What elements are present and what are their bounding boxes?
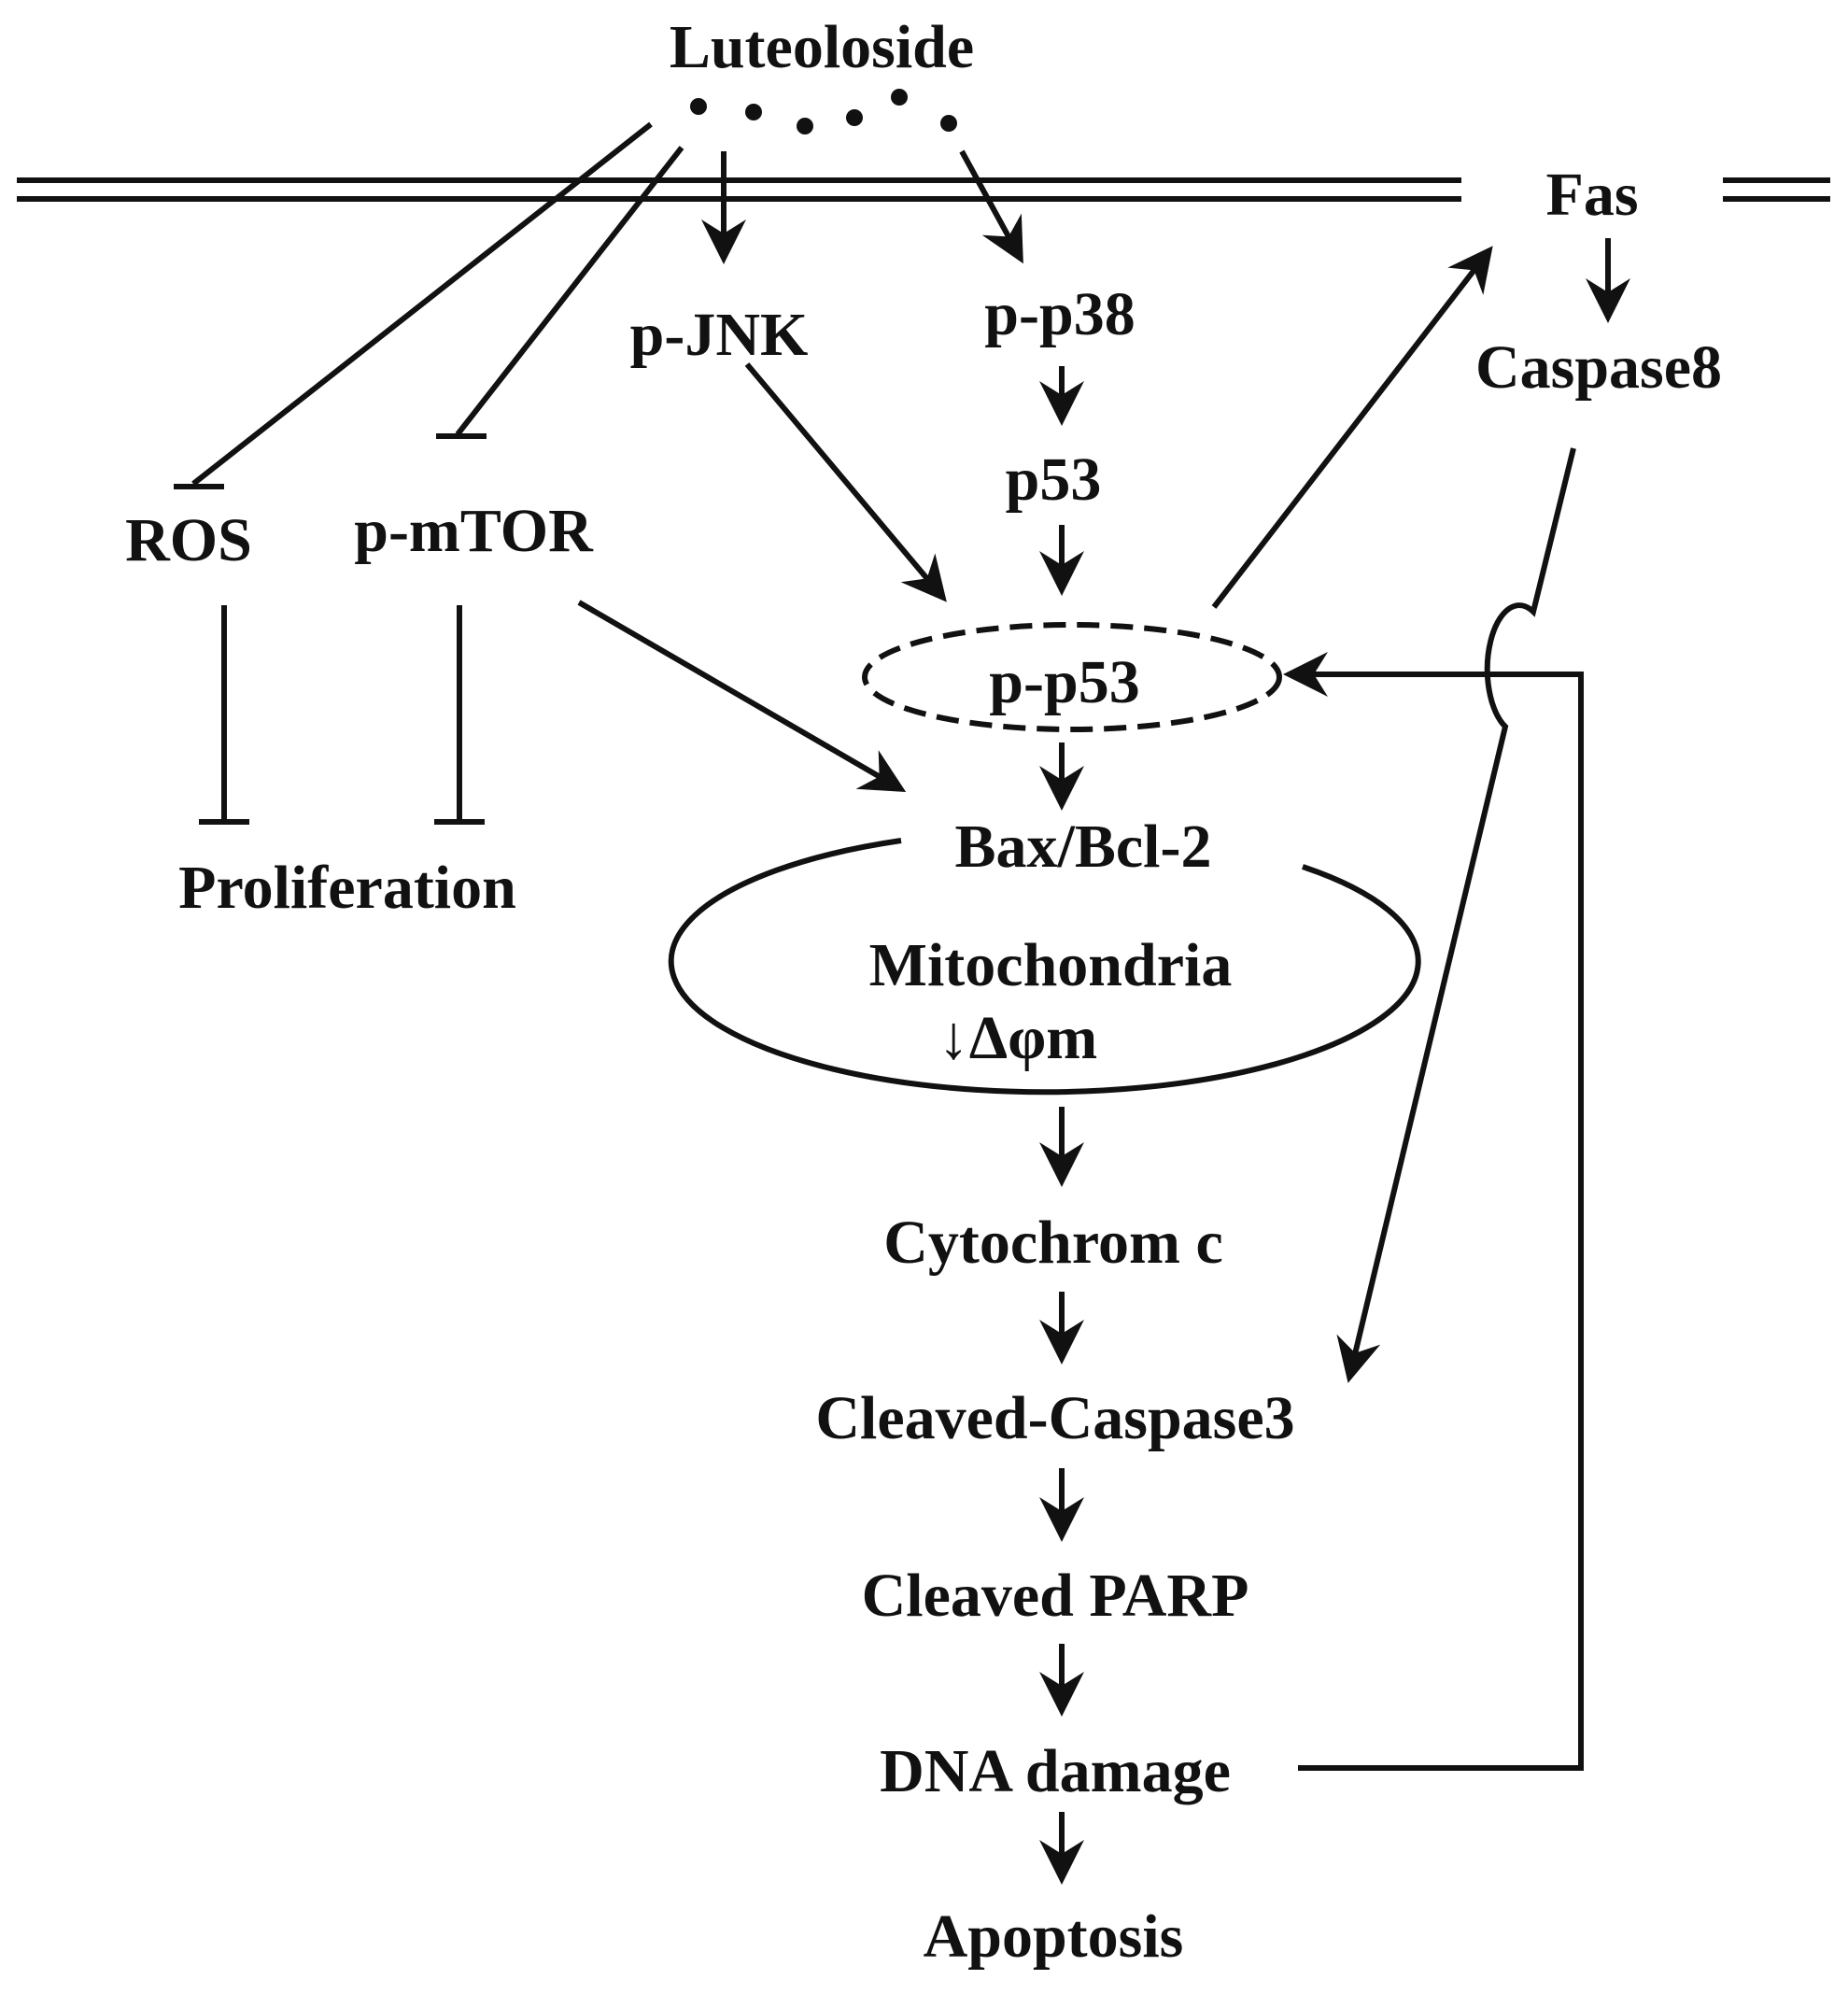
p-jnk-label: p-JNK — [630, 301, 809, 369]
cytochrom-c-label: Cytochrom c — [883, 1209, 1223, 1277]
arrow-luteoloside-p-p38 — [959, 149, 1023, 264]
arrow-caspase8-cleaved-caspase3 — [1336, 447, 1576, 1383]
inhibition-ros-proliferation — [199, 605, 249, 825]
fas-label: Fas — [1546, 161, 1639, 229]
bax-bcl2-label: Bax/Bcl-2 — [955, 813, 1212, 881]
proliferation-label: Proliferation — [178, 854, 516, 922]
p-p38-label: p-p38 — [984, 280, 1135, 348]
mitochondria-ellipse — [668, 838, 1421, 1096]
dna-damage-label: DNA damage — [880, 1737, 1231, 1805]
cleaved-parp-label: Cleaved PARP — [862, 1562, 1249, 1630]
inhibition-luteoloside-p-mtor — [436, 146, 684, 439]
arrow-dna-damage-feedback-p-p53 — [1283, 652, 1584, 1771]
arrow-p-p53-fas — [1211, 246, 1493, 609]
inhibition-luteoloside-ros — [174, 121, 653, 489]
p-p53-dashed-ellipse — [862, 622, 1282, 732]
cleaved-caspase3-label: Cleaved-Caspase3 — [815, 1384, 1294, 1452]
p53-label: p53 — [1006, 445, 1102, 514]
cell-membrane — [17, 177, 1830, 202]
mitochondria-label: Mitochondria — [869, 931, 1233, 999]
luteoloside-label: Luteoloside — [670, 13, 974, 81]
activation-arrows — [577, 149, 1630, 1885]
arrow-p-mtor-bax-bcl2 — [577, 600, 907, 793]
inhibition-p-mtor-proliferation — [434, 605, 485, 825]
caspase8-label: Caspase8 — [1475, 333, 1722, 402]
p-mtor-label: p-mTOR — [354, 497, 594, 565]
apoptosis-label: Apoptosis — [924, 1902, 1184, 1971]
luteoloside-dots — [690, 89, 957, 134]
p-p53-label: p-p53 — [989, 648, 1139, 716]
arrow-p-jnk-p-p53 — [744, 362, 947, 602]
delta-phi-m-label: ↓Δφm — [938, 1004, 1098, 1072]
ros-label: ROS — [125, 506, 252, 574]
